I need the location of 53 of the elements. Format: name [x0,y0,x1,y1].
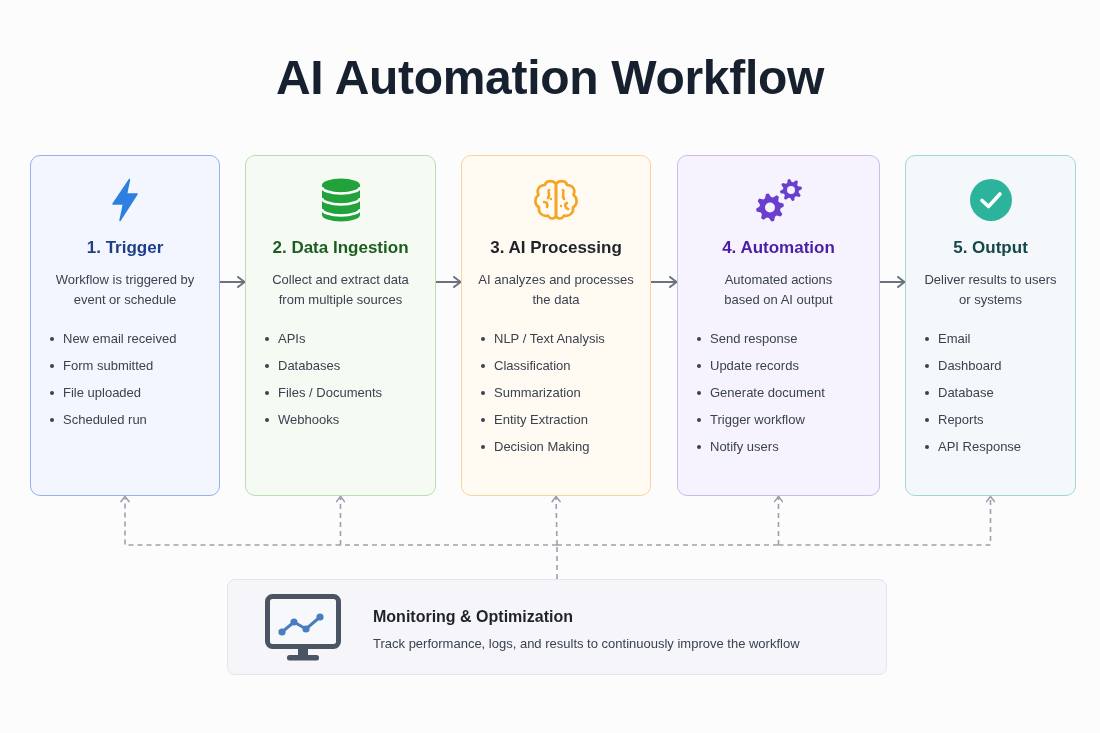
list-item: API Response [924,433,1022,460]
arrow [435,276,462,288]
card-description: Deliver results to users or systems [923,271,1058,309]
list-item: Trigger workflow [696,406,805,433]
list-item: Decision Making [480,433,590,460]
list-item: Entity Extraction [480,406,588,433]
card-heading: 3. AI Processing [490,237,622,259]
dashed-arrow [773,495,784,546]
card-heading: 4. Automation [722,237,835,259]
card-description: AI analyzes and processes the data [477,271,635,309]
card-description: Workflow is triggered by event or schedule [54,271,196,309]
arrow [650,276,678,288]
arrow [879,276,906,288]
list-item: Notify users [696,433,779,460]
list-item: APIs [264,325,306,352]
list-item: Generate document [696,379,825,406]
page-title: AI Automation Workflow [276,50,824,106]
dashed-arrow [120,495,342,546]
list-item: Email [924,325,971,352]
list-item: Update records [696,352,799,379]
list-item: Summarization [480,379,581,406]
card-heading: 2. Data Ingestion [272,237,409,259]
list-item: Reports [924,406,984,433]
list-item: Files / Documents [264,379,383,406]
card-description: Automated actions based on AI output [723,271,834,309]
card-heading: Monitoring & Optimization [373,607,573,627]
list-item: Database [924,379,994,406]
step-card [677,155,880,496]
list-item: Form submitted [49,352,154,379]
step-card [461,155,651,496]
list-item: Scheduled run [49,406,147,433]
dashed-line [556,544,558,580]
card-heading: 1. Trigger [86,237,164,259]
card-heading: 5. Output [953,237,1028,259]
dashed-arrow [335,495,346,546]
step-card [245,155,436,496]
info-panel [227,579,887,675]
step-card [30,155,220,496]
list-item: Classification [480,352,571,379]
list-item: Send response [696,325,798,352]
dashed-arrow [777,495,996,546]
dashed-line [556,544,780,546]
list-item: Databases [264,352,341,379]
card-description: Track performance, logs, and results to continuously improve the workflow [373,635,800,653]
card-description: Collect and extract data from multiple sources [271,271,410,309]
list-item: File uploaded [49,379,142,406]
list-item: NLP / Text Analysis [480,325,605,352]
step-card [905,155,1076,496]
list-item: Webhooks [264,406,340,433]
arrow [219,276,246,288]
list-item: Dashboard [924,352,1002,379]
dashed-arrow [551,495,561,546]
list-item: New email received [49,325,177,352]
